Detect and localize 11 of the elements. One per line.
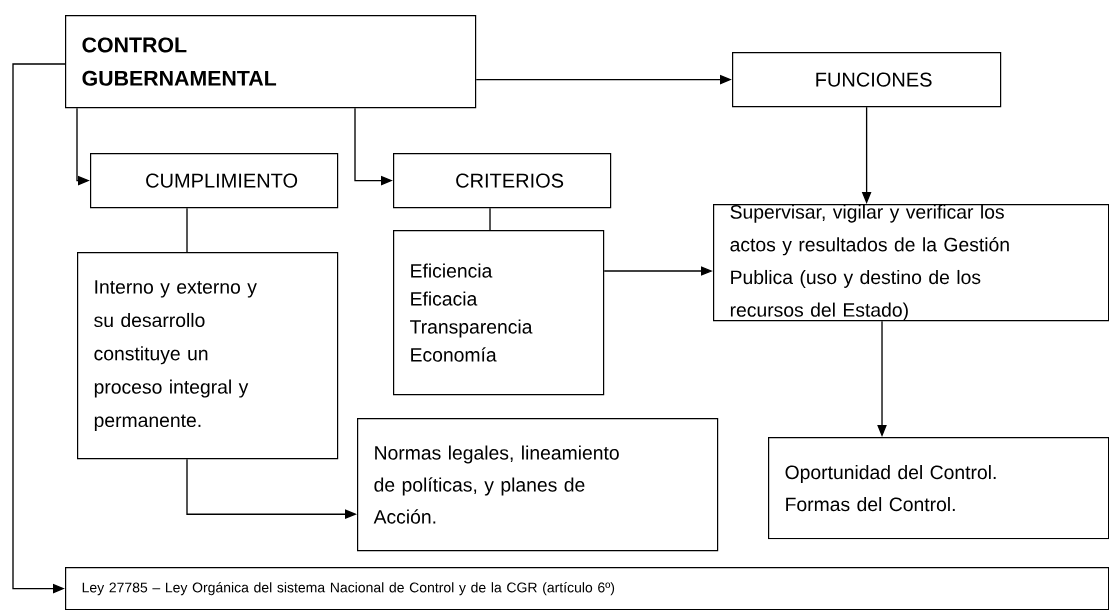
text-box: Eficiencia Eficacia Transparencia Economía bbox=[393, 230, 605, 396]
process-box: FUNCIONES bbox=[732, 52, 1002, 108]
text-box: Interno y externo y su desarrollo constituye un proceso integral y permanente. bbox=[77, 252, 339, 460]
text-box: Normas legales, lineamiento de políticas, y planes de Acción. bbox=[357, 418, 719, 552]
text-box: Oportunidad del Control. Formas del Control. bbox=[768, 437, 1109, 540]
title-box: CONTROL GUBERNAMENTAL bbox=[65, 15, 477, 109]
text-box: Supervisar, vigilar y verificar los actos y resultados de la Gestión Publica (uso y destino de los recursos del Estado) bbox=[713, 204, 1109, 322]
arrow bbox=[12, 63, 66, 594]
law-box: Ley 27785 – Ley Orgánica del sistema Nacional de Control y de la CGR (artículo 6º) bbox=[65, 567, 1109, 610]
process-box: CRITERIOS bbox=[393, 153, 612, 209]
process-box: CUMPLIMIENTO bbox=[90, 153, 339, 209]
